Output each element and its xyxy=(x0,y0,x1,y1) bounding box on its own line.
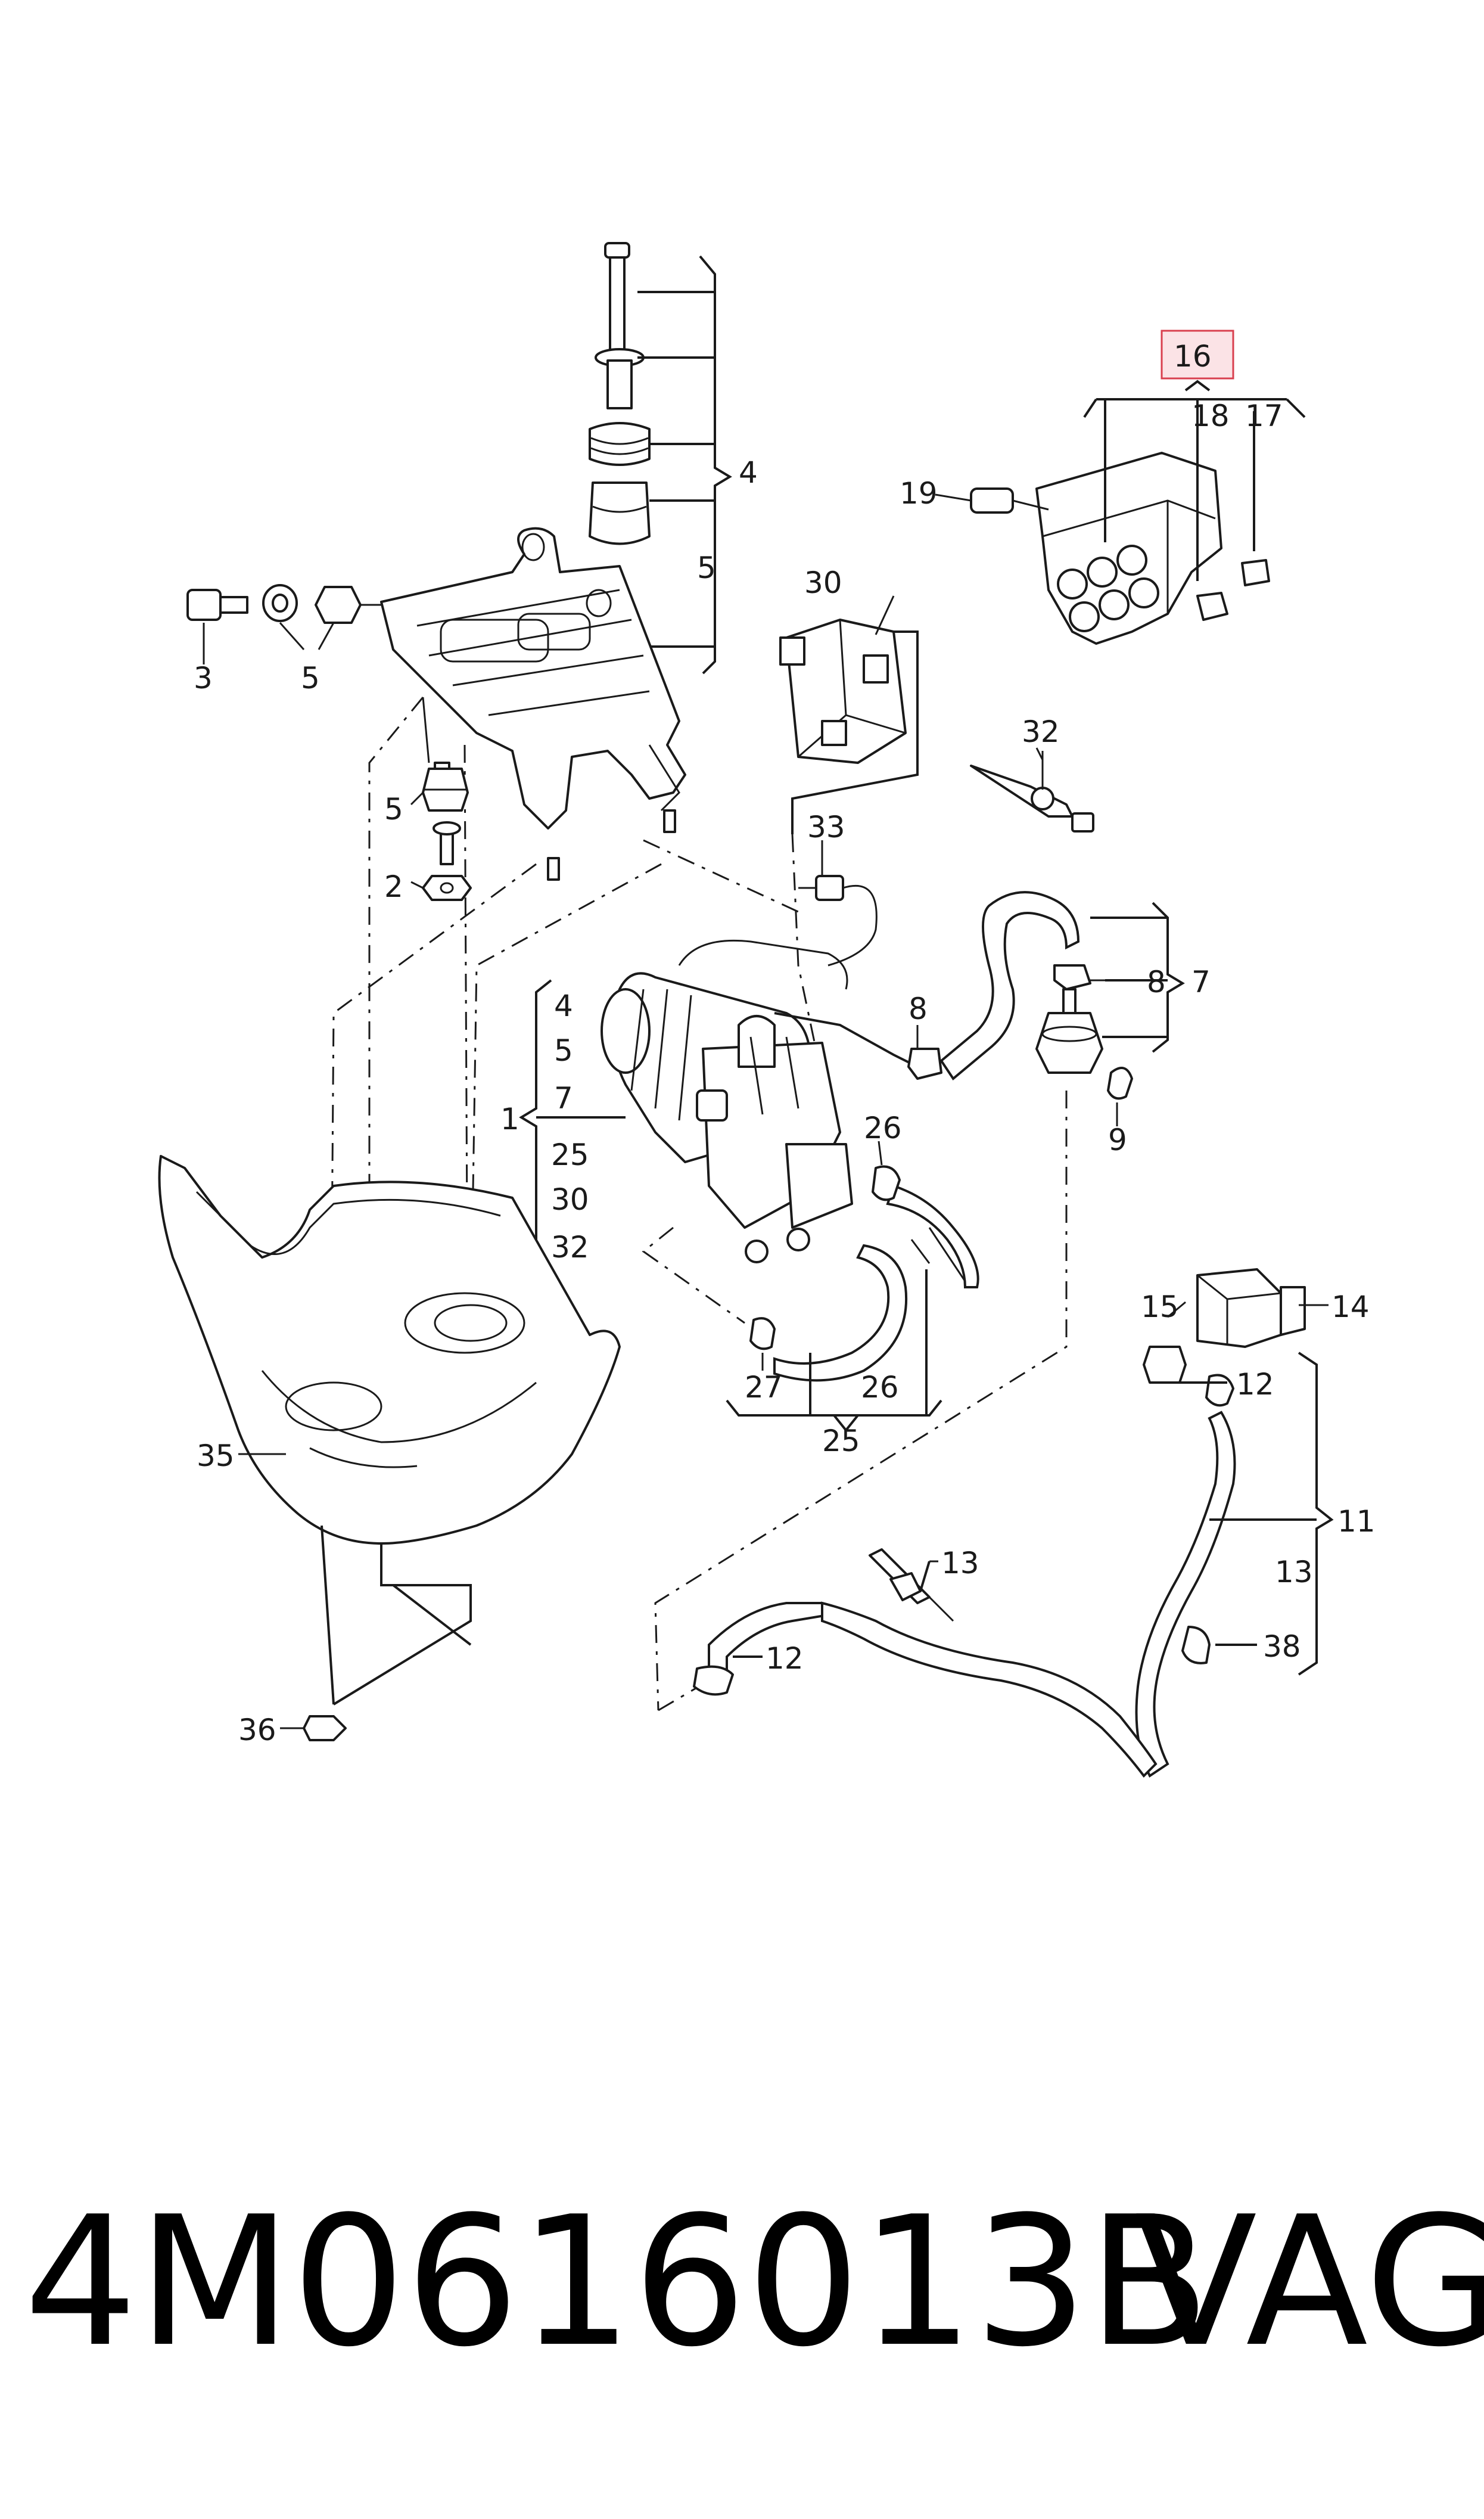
compressor-bracket xyxy=(380,527,686,881)
callout-1: 1 xyxy=(500,1102,519,1136)
callout-32-right: 32 xyxy=(1022,715,1060,749)
callout-27: 27 xyxy=(745,1370,783,1405)
callout-12-right: 12 xyxy=(1236,1367,1274,1402)
callout-19: 19 xyxy=(900,476,938,511)
pressure-lines xyxy=(693,1411,1236,1778)
callout-9: 9 xyxy=(1108,1123,1127,1157)
housing-mount-lines xyxy=(286,1525,472,1741)
mounting-bolt-stack xyxy=(589,242,651,545)
callout-30-top: 30 xyxy=(804,566,842,600)
callout-5-left: 5 xyxy=(301,661,320,695)
air-compressor xyxy=(601,939,918,1263)
callout-16: 16 xyxy=(1174,339,1212,374)
callout-4-list: 4 xyxy=(554,989,573,1023)
callout-13-mid: 13 xyxy=(941,1546,979,1580)
callout-7: 7 xyxy=(1191,965,1211,999)
compressor-housing-shell xyxy=(158,1155,621,1545)
cable-tie xyxy=(970,751,1094,833)
callout-labels: 16 18 17 19 4 5 30 3 5 32 5 33 2 4 5 7 1… xyxy=(194,339,1376,1747)
callout-8-left: 8 xyxy=(909,992,928,1026)
connector-plug xyxy=(798,875,878,967)
callout-33: 33 xyxy=(807,810,845,844)
valve-block xyxy=(970,452,1270,645)
callout-25-list: 25 xyxy=(551,1138,589,1172)
air-filter-hose xyxy=(907,891,1133,1100)
filter-bracket xyxy=(1090,902,1185,1053)
callout-8-right: 8 xyxy=(1147,965,1166,999)
intake-bracket xyxy=(726,1269,942,1433)
callout-15: 15 xyxy=(1141,1290,1179,1324)
bolt-stack-bracket xyxy=(637,255,732,675)
callout-36: 36 xyxy=(238,1713,276,1747)
callout-18: 18 xyxy=(1191,399,1230,433)
callout-32-list: 32 xyxy=(551,1230,589,1265)
part-number: 4M0616013B xyxy=(24,2178,1211,2386)
pressure-line-bracket xyxy=(733,1352,1334,1676)
brand-name: VAG xyxy=(1135,2178,1484,2386)
callout-13-right: 13 xyxy=(1275,1555,1313,1589)
callout-2: 2 xyxy=(384,869,403,904)
callout-11: 11 xyxy=(1337,1504,1376,1539)
callout-17: 17 xyxy=(1245,399,1283,433)
callout-5-top: 5 xyxy=(697,551,716,585)
callout-26-bottom: 26 xyxy=(861,1370,899,1405)
control-relay xyxy=(779,619,919,834)
callout-30-list: 30 xyxy=(551,1182,589,1217)
callout-4-top: 4 xyxy=(739,455,758,490)
valve-block-bracket xyxy=(1083,380,1306,581)
callout-5-list: 5 xyxy=(554,1033,573,1068)
callout-12-bottom: 12 xyxy=(766,1641,804,1676)
leader-lines xyxy=(238,493,1329,1729)
rubber-mount-parts xyxy=(422,768,472,901)
callout-14: 14 xyxy=(1331,1290,1370,1324)
highlight-box-16 xyxy=(1161,330,1234,380)
callout-38: 38 xyxy=(1263,1629,1301,1664)
callout-5-mid: 5 xyxy=(384,792,403,827)
callout-26-top: 26 xyxy=(864,1111,902,1145)
callout-35: 35 xyxy=(197,1439,235,1473)
callout-25: 25 xyxy=(822,1424,860,1458)
callout-7-list: 7 xyxy=(554,1081,573,1116)
left-bolt-parts xyxy=(186,584,411,664)
intake-hoses xyxy=(749,1165,979,1382)
callout-3: 3 xyxy=(194,661,213,695)
